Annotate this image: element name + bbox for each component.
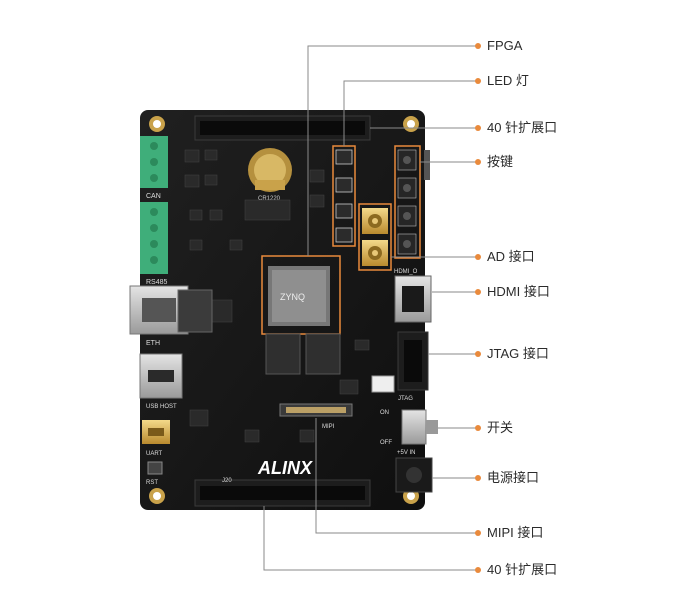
side-connector xyxy=(424,150,430,180)
silk-off: OFF xyxy=(380,440,392,446)
white-connector xyxy=(371,375,395,393)
silk-rst: RST xyxy=(146,480,158,486)
ddr-chips xyxy=(265,333,341,375)
callout-jtag: JTAG 接口 xyxy=(487,346,549,361)
terminal-blocks xyxy=(140,136,168,274)
jtag-header xyxy=(397,331,429,391)
callout-header-top: 40 针扩展口 xyxy=(487,120,558,135)
ethernet-port xyxy=(129,285,213,335)
callout-switch: 开关 xyxy=(487,420,514,435)
coin-battery xyxy=(248,148,292,192)
callout-ad: AD 接口 xyxy=(487,249,535,264)
silk-usb-host: USB HOST xyxy=(146,404,177,410)
fpga-chip-label: ZYNQ xyxy=(280,292,305,302)
led-array xyxy=(335,149,353,243)
highlight-boxes xyxy=(332,145,421,271)
callout-led: LED 灯 xyxy=(487,73,529,88)
silk-mipi: MIPI xyxy=(322,424,335,430)
mipi-connector xyxy=(279,403,353,417)
small-components xyxy=(184,149,370,443)
callout-keys: 按键 xyxy=(487,154,514,169)
silk-rs485: RS485 xyxy=(146,279,168,286)
callout-dots xyxy=(475,43,481,573)
header-bottom-connector xyxy=(194,479,371,507)
silk-hdmi: HDMI_O xyxy=(394,269,418,275)
silk-jtag: JTAG xyxy=(398,396,413,402)
header-top-connector xyxy=(194,115,371,141)
power-switch xyxy=(401,409,438,445)
callout-power: 电源接口 xyxy=(487,470,540,485)
usb-host-port xyxy=(139,353,183,399)
hdmi-connector xyxy=(394,275,432,323)
silk-uart: UART xyxy=(146,451,163,457)
usb-uart-port xyxy=(142,420,170,444)
callout-fpga: FPGA xyxy=(487,38,523,53)
brand-logo: ALINX xyxy=(257,458,313,478)
ad-connectors xyxy=(362,208,388,266)
silk-cr1220: CR1220 xyxy=(258,196,281,202)
silk-dc-in: +5V IN xyxy=(397,450,416,456)
power-jack xyxy=(395,457,433,493)
fpga-highlight xyxy=(261,255,341,335)
fpga-chip xyxy=(268,266,330,326)
callout-hdmi: HDMI 接口 xyxy=(487,284,550,299)
leader-lines xyxy=(263,45,478,571)
silk-eth: ETH xyxy=(146,340,160,347)
silk-j20: J20 xyxy=(222,478,232,484)
silk-can: CAN xyxy=(146,193,161,200)
callout-header-bottom: 40 针扩展口 xyxy=(487,562,558,577)
callout-mipi: MIPI 接口 xyxy=(487,525,544,540)
silk-on: ON xyxy=(380,410,389,416)
reset-button xyxy=(147,461,163,475)
key-buttons xyxy=(397,149,417,255)
